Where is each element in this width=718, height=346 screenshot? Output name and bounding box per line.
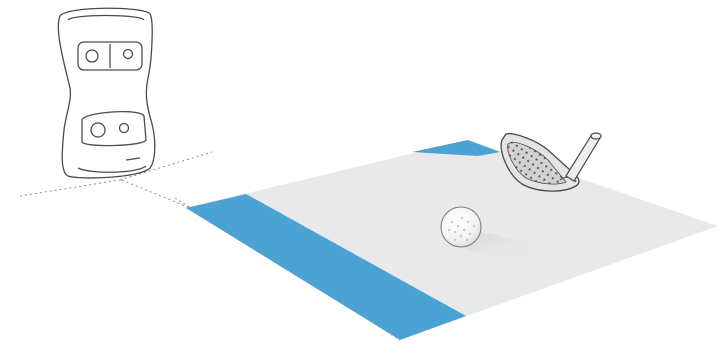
club-shaft (565, 133, 601, 182)
ball-dimples (447, 216, 476, 242)
club-face (507, 141, 567, 185)
device-body (57, 7, 156, 179)
device-sensor-left (85, 49, 99, 63)
device-base-slot (125, 157, 141, 161)
device-top-edge (67, 14, 145, 21)
iron-club-icon (500, 132, 602, 192)
ball-shadow (455, 231, 545, 265)
guide-line-top (119, 151, 213, 181)
club-shaft-end (590, 132, 602, 140)
device-camera-lens (90, 122, 106, 138)
device-sensor-bottom (118, 122, 130, 134)
launch-monitor-device-icon (57, 7, 156, 179)
guide-line-left (19, 179, 121, 197)
mat-blue-strip (186, 194, 466, 340)
device-base-edge (77, 165, 147, 173)
golf-ball-icon (440, 206, 482, 248)
ball-body (440, 206, 482, 248)
device-sensor-right (122, 48, 134, 60)
guide-line-center (121, 179, 191, 209)
mat-blue-corner (412, 140, 500, 156)
